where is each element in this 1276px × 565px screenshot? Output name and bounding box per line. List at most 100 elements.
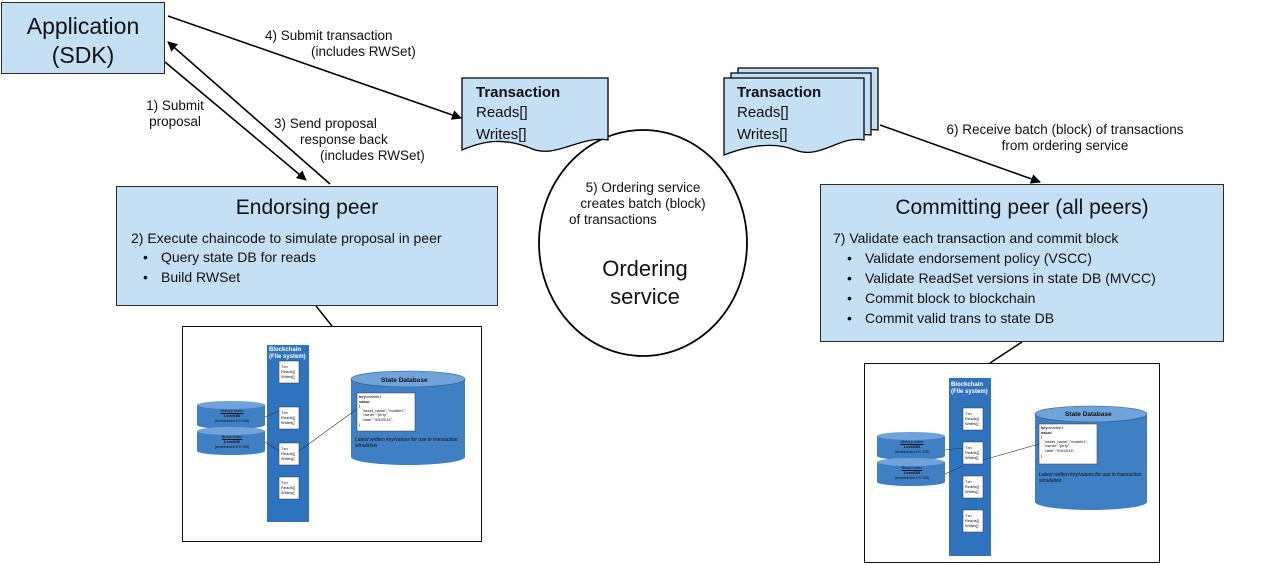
txn-reads: Reads[] [965, 450, 979, 455]
transaction-stack-reads: Reads[] [737, 104, 789, 121]
kv-key-label: key: [359, 394, 368, 399]
txn-title: Txn [965, 411, 972, 416]
txn-label-2: Txn Reads[] Writes[] [965, 445, 979, 460]
transaction-reads: Reads[] [476, 104, 528, 121]
history-index-line1: History index [220, 408, 244, 413]
transaction-document-shape [461, 77, 609, 152]
transaction-stack-front [723, 77, 865, 156]
kv-line: "owner":"jerry", [362, 412, 389, 418]
transaction-writes: Writes[] [476, 126, 527, 143]
txn-doc [962, 407, 984, 431]
endorsing-ledger-graphic [197, 345, 466, 522]
state-note: Latest written key/values for use in tra… [355, 437, 458, 449]
history-index-line1: History index [900, 439, 924, 444]
blockchain-title: Blockchain [951, 382, 984, 388]
state-database-top [1034, 405, 1148, 423]
txn-label-4: Txn Reads[] Writes[] [281, 480, 295, 495]
txn-writes: Writes[] [281, 456, 295, 461]
txn-title: Txn [281, 364, 288, 369]
committing-peer-bullets: Validate endorsement policy (VSCC) Valid… [821, 248, 1223, 328]
history-index-line2: LevelDB [223, 412, 240, 418]
block-index-label: Block index LevelDB (embedded KV DB) [881, 465, 943, 480]
committing-peer-box: Committing peer (all peers) 7) Validate … [820, 184, 1224, 342]
kv-line: "owner":"jerry", [1044, 443, 1071, 449]
committing-bullet-4: Commit valid trans to state DB [841, 308, 1223, 328]
txn-label-1: Txn Reads[] Writes[] [281, 364, 295, 379]
txn-doc [278, 406, 300, 430]
history-index-label: History index LevelDB (embedded KV DB) [881, 439, 943, 454]
index-link [264, 441, 280, 452]
step-3-label: 3) Send proposal response back (includes… [274, 116, 474, 164]
kv-line: } [1041, 452, 1043, 458]
index-link [944, 465, 964, 475]
txn-label-3: Txn Reads[] Writes[] [281, 446, 295, 461]
txn-title: Txn [281, 446, 288, 451]
txn-writes: Writes[] [281, 490, 295, 495]
kv-record [1038, 423, 1098, 465]
endorsing-peer-bullets: Query state DB for reads Build RWSet [117, 247, 497, 287]
ordering-service-line1: Ordering [602, 256, 688, 281]
txn-doc [278, 442, 300, 466]
ordering-service-line2: service [610, 284, 680, 309]
history-index-line3: (embedded KV DB) [214, 417, 250, 423]
txn-title: Txn [965, 479, 972, 484]
arrow-proposal-response [167, 41, 331, 185]
kv-value-label: value: [359, 398, 371, 404]
txn-label-1: Txn Reads[] Writes[] [965, 411, 979, 426]
txn-reads: Reads[] [281, 485, 295, 490]
step-4-label: 4) Submit transaction (includes RWSet) [265, 28, 485, 60]
ordering-service-label: Ordering service [560, 255, 730, 311]
index-link [264, 410, 280, 418]
block-index-line2: LevelDB [903, 469, 920, 475]
block-index-cylinder [877, 462, 945, 486]
state-database-label: State Database [381, 377, 428, 384]
kv-record-text: key:marble1 value: { "asset_name":"marbl… [1041, 425, 1097, 458]
endorsing-peer-title: Endorsing peer [235, 196, 379, 219]
kv-line: } [359, 421, 361, 427]
committing-bullet-3: Commit block to blockchain [841, 288, 1223, 308]
step-5-line1: 5) Ordering service [585, 180, 701, 195]
ordering-service-circle [538, 129, 748, 357]
blockchain-title: Blockchain [269, 347, 302, 353]
kv-record-text: key:marble1 value: { "asset_name":"marbl… [359, 394, 415, 427]
block-index-top [197, 427, 265, 435]
transaction-stack: Transaction Reads[] Writes[] [737, 84, 867, 146]
index-link [944, 447, 964, 451]
application-label: Application (SDK) [1, 12, 165, 70]
txn-label-2: Txn Reads[] Writes[] [281, 410, 295, 425]
history-index-label: History index LevelDB (embedded KV DB) [201, 408, 263, 423]
transaction-stack-writes: Writes[] [737, 126, 788, 143]
history-index-top [197, 401, 265, 409]
txn-doc [962, 441, 984, 465]
step-1-label: 1) Submit proposal [120, 98, 230, 130]
endorsing-peer-step: 2) Execute chaincode to simulate proposa… [131, 230, 442, 246]
committing-ledger-inset: Blockchain (File system) State Database … [864, 363, 1160, 563]
history-index-cylinder [197, 405, 265, 429]
txn-doc [278, 476, 300, 500]
state-link [298, 408, 358, 452]
txn-writes: Writes[] [965, 489, 979, 494]
txn-writes: Writes[] [281, 374, 295, 379]
step-3-line3: (includes RWSet) [320, 148, 425, 163]
txn-writes: Writes[] [965, 421, 979, 426]
kv-line: "asset_name":"marble1", [362, 407, 407, 413]
transaction-title: Transaction [476, 84, 561, 101]
arrow-receive-batch [879, 124, 1041, 184]
step-1-line1: 1) Submit [146, 98, 204, 113]
step-5-line3: of transactions [569, 212, 657, 227]
transaction-stack-title: Transaction [737, 84, 822, 101]
state-link [982, 443, 1040, 461]
kv-key-row: key:marble1 [1041, 425, 1097, 431]
step-6-line1: 6) Receive batch (block) of transactions [946, 122, 1184, 137]
kv-key-value: marble1 [367, 394, 382, 399]
endorsing-bullet-1: Query state DB for reads [137, 247, 497, 267]
state-database-top [350, 370, 466, 388]
blockchain-label: Blockchain (File system) [951, 382, 991, 396]
step-1-line2: proposal [149, 114, 201, 129]
arrow-submit-transaction [167, 15, 462, 120]
history-index-cylinder [877, 436, 945, 460]
txn-reads: Reads[] [965, 416, 979, 421]
txn-reads: Reads[] [281, 369, 295, 374]
kv-line: { [1041, 434, 1043, 440]
history-index-top [877, 432, 945, 440]
